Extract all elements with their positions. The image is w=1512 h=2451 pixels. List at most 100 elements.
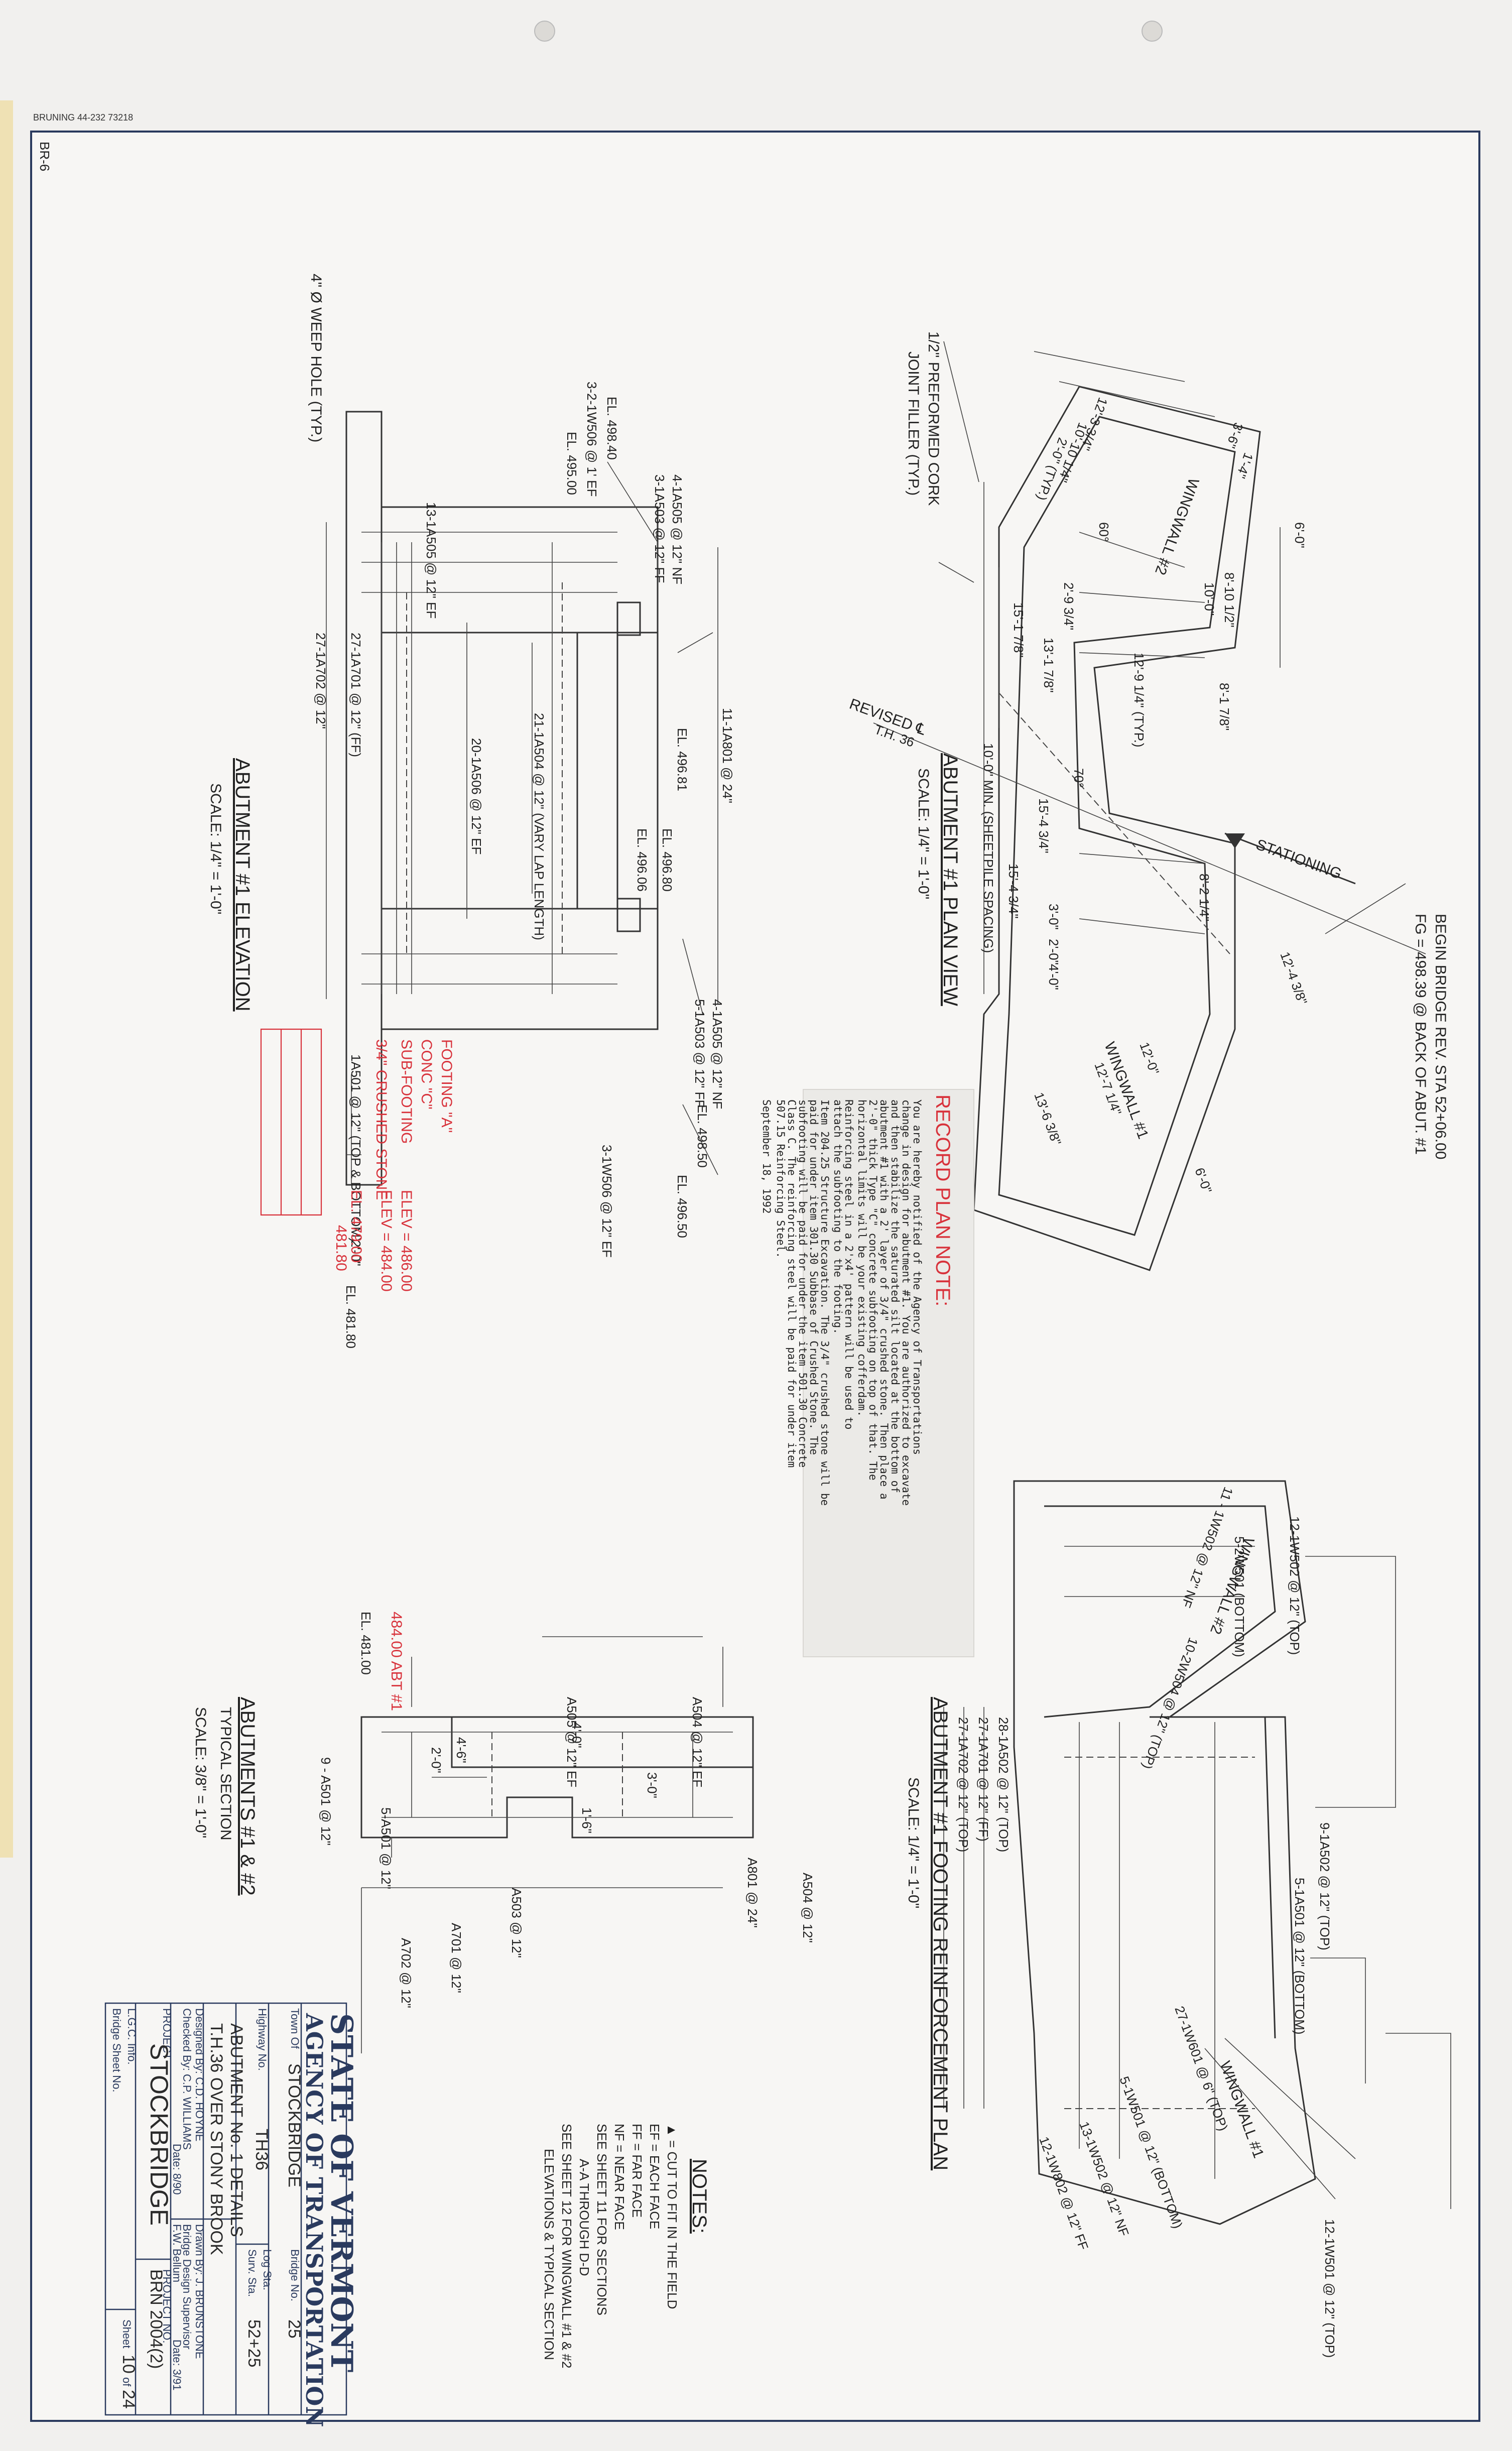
title-bridge-no: 25	[285, 2319, 304, 2339]
footing-plan-title: ABUTMENT #1 FOOTING REINFORCEMENT PLAN	[929, 1697, 951, 2170]
title-date: Date: 8/90	[171, 2144, 183, 2195]
elevation-label: EL. 498.40	[604, 397, 619, 460]
section-label: 5-A501 @ 12"	[379, 1807, 394, 1889]
title-project-label: PROJECT	[161, 2008, 173, 2060]
title-town: STOCKBRIDGE	[285, 2063, 304, 2187]
sheet-border	[30, 131, 1480, 2422]
elevation-red-note: 3/4" CRUSHED STONE	[373, 1039, 390, 1200]
footing-plan-drawing	[943, 1480, 1451, 2225]
section-label: A505 @ 12" EF	[564, 1697, 579, 1787]
title-checked: Checked By: C.P. WILLIAMS	[181, 2008, 193, 2150]
title-surv: 52+25	[244, 2319, 264, 2368]
section-label: A504 @ 12"	[800, 1873, 815, 1943]
record-note-line: paid for under item 301.30 Subbase of Cr…	[808, 1099, 820, 1455]
title-sheet-no: 10	[119, 2355, 138, 2374]
elevation-label: EL. 481.80	[343, 1285, 358, 1349]
elevation-scale: SCALE: 1/4" = 1'-0"	[207, 783, 224, 914]
title-highway-label: Highway No.	[256, 2008, 269, 2071]
title-surv-label: Surv. Sta.	[246, 2249, 259, 2297]
section-label: 1'-6"	[579, 1807, 594, 1833]
sheet-side-code: BR-6	[37, 142, 52, 171]
plan-dim: 10'-0"	[1202, 582, 1217, 616]
section-red-note: 484.00 ABT #1	[388, 1612, 405, 1711]
plan-dim: 2'-0"	[1046, 939, 1061, 965]
notes-line: ▲ = CUT TO FIT IN THE FIELD	[665, 2124, 680, 2309]
record-note-title: RECORD PLAN NOTE:	[932, 1094, 954, 1306]
footing-label: 9-1A502 @ 12" (TOP)	[1317, 1822, 1332, 1950]
punch-hole-top	[534, 21, 555, 42]
elevation-label: EL. 496.80	[660, 828, 675, 892]
record-note-date: September 18, 1992	[761, 1099, 773, 1214]
elevation-red-note: CONC "C"	[418, 1039, 435, 1110]
footing-plan-scale: SCALE: 1/4" = 1'-0"	[905, 1777, 922, 1908]
section-label: EL. 481.00	[358, 1612, 373, 1675]
title-lgc-label: L.G.C. Info.	[125, 2008, 138, 2065]
paper-stamp: BRUNING 44-232 73218	[33, 112, 133, 122]
plan-cork-label-2: JOINT FILLER (TYP.)	[905, 351, 922, 496]
record-note-line: You are hereby notified of the Agency of…	[911, 1099, 923, 1455]
title-bridge-design: Bridge Design Supervisor	[181, 2224, 193, 2349]
record-note-line: change in design for abutment #1. You ar…	[900, 1099, 912, 1506]
plan-begin-bridge-fg: FG = 498.39 @ BACK OF ABUT. #1	[1412, 914, 1429, 1155]
plan-dim: 2'-9 3/4"	[1061, 582, 1076, 630]
section-label: A701 @ 12"	[449, 1923, 464, 1993]
footing-label: 12-1W502 @ 12" (TOP)	[1287, 1516, 1302, 1655]
elevation-red-note: SUB-FOOTING	[398, 1039, 415, 1144]
section-title-2: TYPICAL SECTION	[217, 1707, 234, 1841]
notes-line: SEE SHEET 11 FOR SECTIONS	[594, 2124, 609, 2315]
section-label: 4'-6"	[454, 1737, 469, 1763]
plan-dim: 15'-1 7/8"	[1011, 602, 1026, 658]
title-drawn: Drawn By: J. BRUNSTONE	[193, 2224, 206, 2359]
record-note-card	[803, 1089, 974, 1657]
record-note-line: horizontal limits will be your existing …	[856, 1099, 868, 1417]
record-note-line: and then stabilize the saturated silt lo…	[889, 1099, 901, 1493]
title-agency-2: AGENCY OF TRANSPORTATION	[301, 2013, 328, 2427]
footing-label: 27-1A702 @ 12" (TOP)	[956, 1717, 971, 1852]
title-sheet-total: 24	[119, 2390, 138, 2409]
elevation-label: 4-1A505 @ 12" NF	[670, 474, 685, 584]
notes-line: FF = FAR FACE	[629, 2124, 645, 2218]
elevation-label: 27-1A702 @ 12"	[313, 633, 328, 729]
section-label: A801 @ 24"	[745, 1858, 760, 1928]
title-project-no: BRN 2004(2)	[147, 2269, 166, 2369]
elevation-red-note: FOOTING "A"	[438, 1039, 455, 1133]
elevation-label: 13-1A505 @ 12" EF	[424, 502, 439, 619]
elevation-label: 3-2-1W506 @ 1' EF	[584, 382, 599, 497]
title-bridge-label: Bridge No.	[289, 2249, 301, 2301]
elevation-label: EL. 498.50	[695, 1105, 710, 1168]
footing-label: 5-1A501 @ 12" (BOTTOM)	[1292, 1878, 1307, 2035]
notes-line: NF = NEAR FACE	[612, 2124, 627, 2230]
notes-line: ELEVATIONS & TYPICAL SECTION	[542, 2149, 557, 2360]
elevation-label: EL. 496.06	[635, 828, 650, 892]
plan-dim: 8'-10 1/2"	[1222, 572, 1237, 628]
footing-label: 5-2W501 (BOTTOM)	[1232, 1536, 1247, 1657]
elevation-label: 1A501 @ 12" (TOP & BOTTOM)	[348, 1054, 363, 1242]
record-note-line: Reinforcing steel in a 2'x4' pattern wil…	[843, 1099, 855, 1429]
elevation-label: EL. 495.00	[564, 432, 579, 495]
typical-section-drawing	[360, 1636, 754, 2053]
elevation-title: ABUTMENT #1 ELEVATION	[231, 758, 254, 1012]
plan-begin-bridge: BEGIN BRIDGE REV. STA 52+06.00	[1432, 914, 1449, 1159]
record-note-line: 2'-0" thick Type "C" concrete subfooting…	[867, 1099, 879, 1481]
plan-dim: 12'-9 1/4" (TYP.)	[1131, 653, 1147, 748]
section-label: 9 - A501 @ 12"	[318, 1757, 333, 1846]
record-note-body: You are hereby notified of the Agency of…	[761, 1099, 923, 1506]
plan-dim: 15'-4 3/4"	[1036, 798, 1051, 853]
footing-label: 27-1A701 @ 12" (FF)	[976, 1717, 991, 1842]
plan-scale: SCALE: 1/4" = 1'-0"	[915, 768, 932, 899]
title-project-no-label: PROJECT NO.	[161, 2269, 173, 2344]
elevation-red-note: EL. 479.00	[348, 1190, 364, 1263]
title-drawing: ABUTMENT No. 1 DETAILS	[227, 2023, 246, 2237]
title-highway: TH36	[252, 2129, 271, 2170]
footing-label: 28-1A502 @ 12" (TOP)	[996, 1717, 1011, 1852]
section-label: 3'-0"	[645, 1772, 660, 1798]
title-log-label: Log Sta.	[261, 2249, 274, 2290]
elevation-red-note: 481.80	[333, 1225, 349, 1271]
elevation-label: 5-1A503 @ 12" FF	[692, 999, 707, 1108]
notes-line: A-A THROUGH D-D	[577, 2159, 592, 2276]
punch-hole-bottom	[1142, 21, 1163, 42]
plan-dim: 3'-0"	[1046, 904, 1061, 930]
record-note-line: Class C. The reinforcing steel will be p…	[786, 1099, 798, 1467]
record-note-line: abutment #1 with a 2' layer of 3/4" crus…	[878, 1099, 890, 1500]
elevation-label: 2'-0"	[348, 1240, 363, 1266]
